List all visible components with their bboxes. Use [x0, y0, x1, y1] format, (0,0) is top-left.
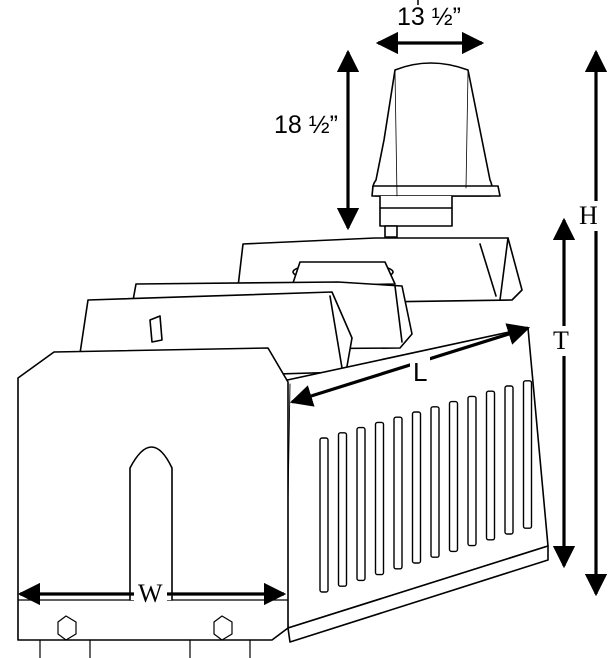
side-rib: [374, 421, 385, 576]
side-rib: [504, 385, 514, 535]
side-rib: [411, 411, 422, 564]
antenna-width-label: 13 ½”: [395, 3, 463, 31]
tank-height-label: T: [550, 326, 572, 356]
length-label: L: [410, 357, 431, 387]
side-rib: [522, 380, 533, 529]
side-rib: [393, 416, 403, 570]
side-ribs: [319, 380, 533, 593]
side-rib: [356, 426, 366, 582]
antenna-height-label: 18 ½”: [274, 111, 338, 139]
width-label: W: [134, 581, 167, 607]
side-rib: [485, 390, 496, 541]
side-rib: [467, 395, 477, 547]
side-rib: [448, 400, 459, 553]
antenna-unit: [371, 62, 501, 238]
front-panel: [17, 347, 289, 658]
side-rib: [319, 437, 329, 593]
side-rib: [430, 406, 440, 558]
overall-height-label: H: [576, 201, 601, 231]
side-rib: [337, 432, 348, 587]
